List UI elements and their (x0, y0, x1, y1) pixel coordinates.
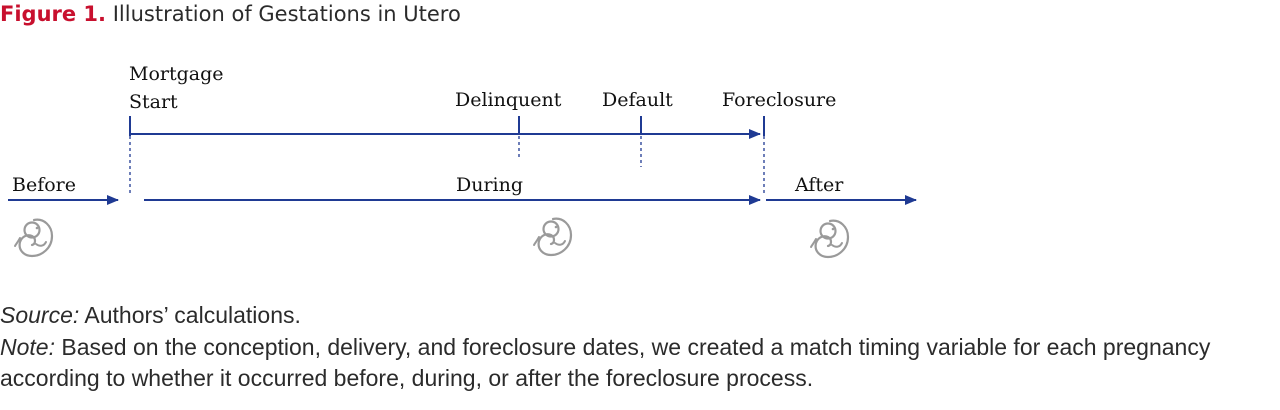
figure-title: Illustration of Gestations in Utero (112, 2, 461, 26)
before-label: Before (12, 174, 76, 196)
default-label: Default (602, 89, 673, 111)
mortgage-start-label-line1: Mortgage (129, 63, 224, 85)
note-text: Based on the conception, delivery, and f… (0, 333, 1211, 392)
foreclosure-label: Foreclosure (722, 89, 836, 111)
delinquent-label: Delinquent (455, 89, 562, 111)
figure-label: Figure 1. (0, 2, 107, 26)
after-label: After (794, 174, 844, 196)
timeline-diagram: Mortgage Start Delinquent Default Forecl… (8, 63, 917, 259)
fetus-icon (532, 217, 573, 257)
during-label: During (456, 174, 523, 196)
source-text: Authors’ calculations. (84, 302, 301, 328)
source-label: Source: (0, 302, 80, 328)
note-label: Note: (0, 333, 55, 360)
fetus-icon (13, 218, 54, 258)
figure-notes: Source: Authors’ calculations. Note: Bas… (0, 300, 1280, 395)
mortgage-start-label-line2: Start (129, 91, 178, 113)
source-line: Source: Authors’ calculations. (0, 300, 1280, 332)
note-line: Note: Based on the conception, delivery,… (0, 332, 1280, 395)
figure-caption: Figure 1. Illustration of Gestations in … (0, 0, 461, 28)
fetus-icon (809, 219, 850, 259)
